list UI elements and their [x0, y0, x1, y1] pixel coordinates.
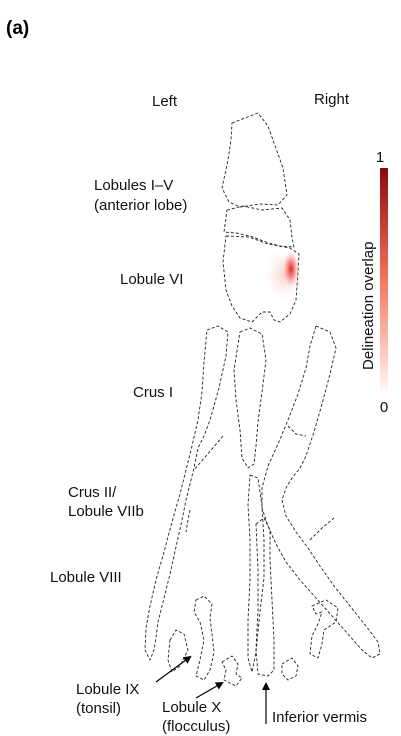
right-tonsil-outline	[310, 600, 338, 658]
lobules-1-5-label-line2: (anterior lobe)	[94, 197, 187, 214]
left-lobule-8-boundary	[186, 510, 190, 532]
lobules-1-5-outline	[222, 113, 287, 207]
crus-2-label-line1: Crus II/	[68, 484, 117, 501]
lobule-9-outline	[194, 596, 214, 680]
colorbar	[380, 168, 388, 390]
lobule-6-upper-outline	[224, 206, 294, 247]
lobule-8-label: Lobule VIII	[50, 569, 122, 586]
inferior-vermis-outline	[256, 518, 274, 676]
inferior-vermis-label: Inferior vermis	[272, 709, 367, 726]
lobule-9-label-line2: (tonsil)	[76, 700, 121, 717]
lobule-10-label-line2: (flocculus)	[162, 718, 230, 735]
left-inner-strip	[248, 475, 264, 672]
lobule-10-label-line1: Lobule X	[162, 699, 221, 716]
lobule-9-label-line1: Lobule IX	[76, 681, 139, 698]
right-hemisphere-outline	[262, 326, 380, 658]
panel-label: (a)	[6, 18, 29, 39]
crus-2-label-line2: Lobule VIIb	[68, 503, 144, 520]
right-crus-boundary	[288, 426, 306, 436]
colorbar-title: Delineation overlap	[360, 242, 377, 370]
lobule-10-outline	[222, 656, 242, 686]
right-small-curl	[282, 658, 298, 680]
lobule-6-label: Lobule VI	[120, 271, 183, 288]
lobule-10-arrow	[196, 683, 222, 698]
crus-1-label: Crus I	[133, 384, 173, 401]
left-crus-boundary	[194, 436, 223, 470]
central-vermis-outline	[234, 328, 266, 468]
lobule-9-arrow	[156, 657, 190, 682]
lobules-1-5-label-line1: Lobules I–V	[94, 177, 173, 194]
overlap-heat-spot	[283, 251, 299, 287]
left-side-label: Left	[152, 93, 178, 110]
colorbar-max-label: 1	[376, 149, 384, 166]
right-lower-boundary	[310, 518, 334, 540]
right-side-label: Right	[314, 91, 350, 108]
colorbar-min-label: 0	[380, 399, 388, 416]
left-hemisphere-outline	[145, 326, 228, 660]
